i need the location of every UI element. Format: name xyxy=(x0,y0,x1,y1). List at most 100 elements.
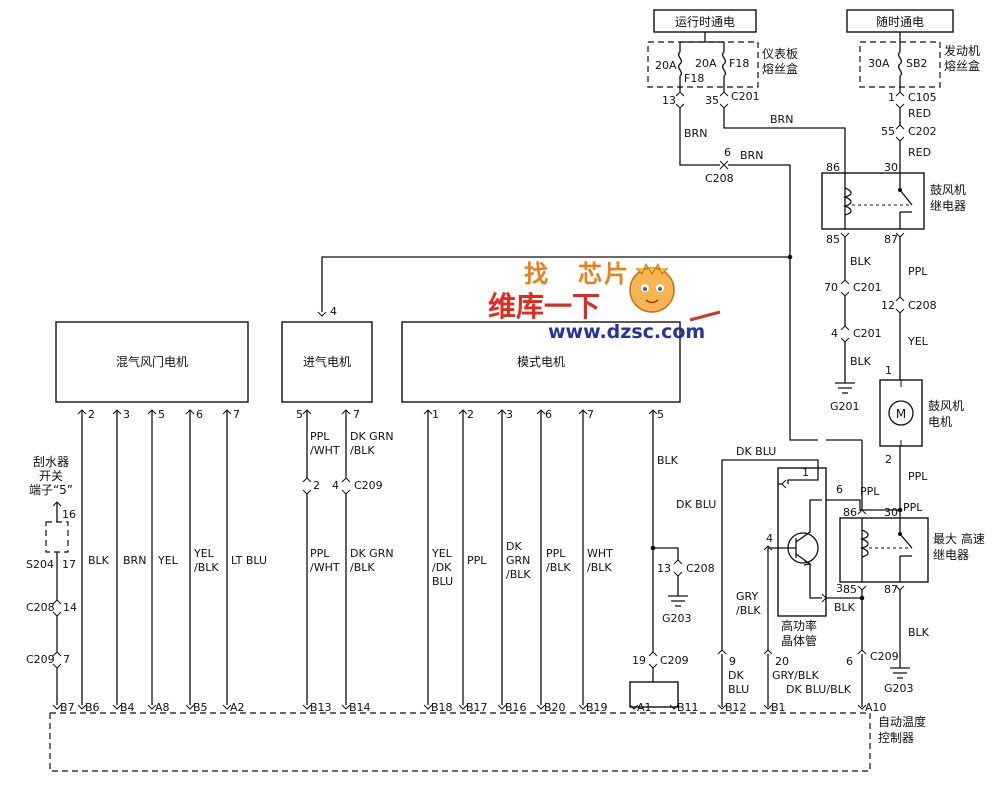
ctrl-pin-9: 9 xyxy=(729,655,736,668)
intake-pin-4: 4 xyxy=(330,305,337,318)
controller-pin-label: B14 xyxy=(349,701,371,714)
controller-pin-mark xyxy=(423,704,433,710)
wire-blk-hs-gnd: BLK xyxy=(908,626,930,639)
mode-pin-col-6: 5 BLK xyxy=(648,408,679,652)
c105-pin-1: 1 xyxy=(888,91,895,104)
c201-pin-35: 35 xyxy=(705,94,719,107)
svg-text:7: 7 xyxy=(233,408,240,421)
controller-pin-label: B12 xyxy=(725,701,747,714)
controller-pin-mark xyxy=(536,704,546,710)
blower-motor-label-1: 鼓风机 xyxy=(928,399,964,413)
ground-g201: G201 xyxy=(830,400,860,413)
c208-label: C208 xyxy=(705,172,734,185)
controller-pin-mark xyxy=(77,704,87,710)
engine-fuse-box-label-2: 熔丝盒 xyxy=(944,58,980,73)
mix-pin-col-4: 6 YEL /BLK xyxy=(185,408,219,705)
mode-pin-col-4: 6 PPL /BLK xyxy=(536,408,571,705)
blower-motor xyxy=(879,379,923,447)
controller-label-2: 控制器 xyxy=(878,731,914,745)
ctrl-wire-dk-blu-blk: DK BLU/BLK xyxy=(786,683,852,696)
svg-text:GRN: GRN xyxy=(506,554,530,567)
c201-label: C201 xyxy=(731,90,760,103)
c105-label: C105 xyxy=(908,91,937,104)
ground-g201-icon xyxy=(835,382,855,394)
controller-pin-label: B17 xyxy=(466,701,488,714)
c208c-label: C208 xyxy=(686,562,715,575)
controller-pin-mark xyxy=(222,704,232,710)
svg-text:PPL: PPL xyxy=(546,547,566,560)
controller-pin-label: B7 xyxy=(60,701,75,714)
controller-pin-label: B1 xyxy=(771,701,786,714)
ip-fuse-box-label-1: 仪表板 xyxy=(762,47,798,61)
svg-text:PPL: PPL xyxy=(310,547,330,560)
svg-text:/DK: /DK xyxy=(432,561,452,574)
svg-text:6: 6 xyxy=(545,408,552,421)
c202-pin-55: 55 xyxy=(881,125,895,138)
controller-pin-mark xyxy=(857,704,867,710)
controller-pin-mark xyxy=(52,704,62,710)
blower-relay-label-1: 鼓风机 xyxy=(930,183,966,197)
svg-text:5: 5 xyxy=(296,408,303,421)
mode-pin-col-1: 1 YEL /DK BLU xyxy=(423,408,453,705)
run-power-label: 运行时通电 xyxy=(675,15,735,29)
hs-pin-86: 86 xyxy=(843,506,857,519)
mix-pin-col-1: 2 BLK xyxy=(77,408,110,705)
ctrl-wire-blu: BLU xyxy=(728,683,749,696)
svg-text:3: 3 xyxy=(123,408,130,421)
intake-pin-col-1: 5 PPL /WHT 2 PPL /WHT xyxy=(296,408,340,705)
fuse-b-icon xyxy=(721,51,727,77)
always-power-label: 随时通电 xyxy=(876,14,924,29)
controller-pin-label: B16 xyxy=(505,701,527,714)
wire-ppl-blower: PPL xyxy=(908,470,928,483)
tr-pin-3: 3 xyxy=(836,582,843,595)
blower-motor-label-2: 电机 xyxy=(928,415,952,429)
svg-text:5: 5 xyxy=(657,408,664,421)
wire-red-2: RED xyxy=(908,146,931,159)
svg-text:/BLK: /BLK xyxy=(587,561,612,574)
ground-g203a: G203 xyxy=(662,612,692,625)
fuse-a-name: F18 xyxy=(684,72,704,85)
hs-pin-85: 85 xyxy=(843,583,857,596)
engine-fuse-box-label-1: 发动机 xyxy=(944,43,980,58)
blower-pin-1: 1 xyxy=(885,364,892,377)
wire-brn-1: BRN xyxy=(684,127,707,140)
controller-pin-label: B18 xyxy=(431,701,453,714)
controller-pin-label: B20 xyxy=(544,701,566,714)
hs-relay-coil-icon xyxy=(859,529,869,558)
wiper-label-1: 刮水器 xyxy=(33,455,69,469)
watermark: 找 芯 片 维库一下 www.dzsc.com xyxy=(488,260,721,343)
fuse-b-amp: 20A xyxy=(695,57,717,70)
intake-motor-label: 进气电机 xyxy=(303,354,351,369)
c208b-label: C208 xyxy=(908,299,937,312)
svg-text:/WHT: /WHT xyxy=(310,444,340,457)
svg-text:www.dzsc.com: www.dzsc.com xyxy=(548,321,705,343)
wire-blk-relay: BLK xyxy=(850,255,872,268)
c201c-label: C201 xyxy=(853,327,882,340)
c208-pin-13: 13 xyxy=(657,562,671,575)
wire-red-1: RED xyxy=(908,107,931,120)
svg-text:找: 找 xyxy=(524,260,548,288)
hs-relay-label-2: 继电器 xyxy=(933,548,969,562)
mode-motor xyxy=(401,321,681,403)
c209a-label: C209 xyxy=(660,654,689,667)
controller-pin-label: B11 xyxy=(677,701,699,714)
svg-text:5: 5 xyxy=(158,408,165,421)
controller-pin-label: A10 xyxy=(865,701,887,714)
wire-blk-tr: BLK xyxy=(834,601,856,614)
fuse-c-amp: 30A xyxy=(868,57,890,70)
wire-ppl-relay: PPL xyxy=(908,265,928,278)
intake-motor xyxy=(281,321,373,403)
svg-text:片: 片 xyxy=(604,260,628,288)
svg-text:7: 7 xyxy=(587,408,594,421)
svg-text:7: 7 xyxy=(353,408,360,421)
controller-pin-label: B19 xyxy=(586,701,608,714)
mode-pin-col-2: 2 PPL xyxy=(458,408,487,705)
c201-pin-13: 13 xyxy=(662,94,676,107)
br-pin-86: 86 xyxy=(826,161,840,174)
c201-pin-4: 4 xyxy=(831,327,838,340)
tr-pin-6: 6 xyxy=(836,483,843,496)
svg-text:BLK: BLK xyxy=(88,554,110,567)
controller-pin-mark xyxy=(629,704,639,710)
blower-pin-2: 2 xyxy=(885,453,892,466)
